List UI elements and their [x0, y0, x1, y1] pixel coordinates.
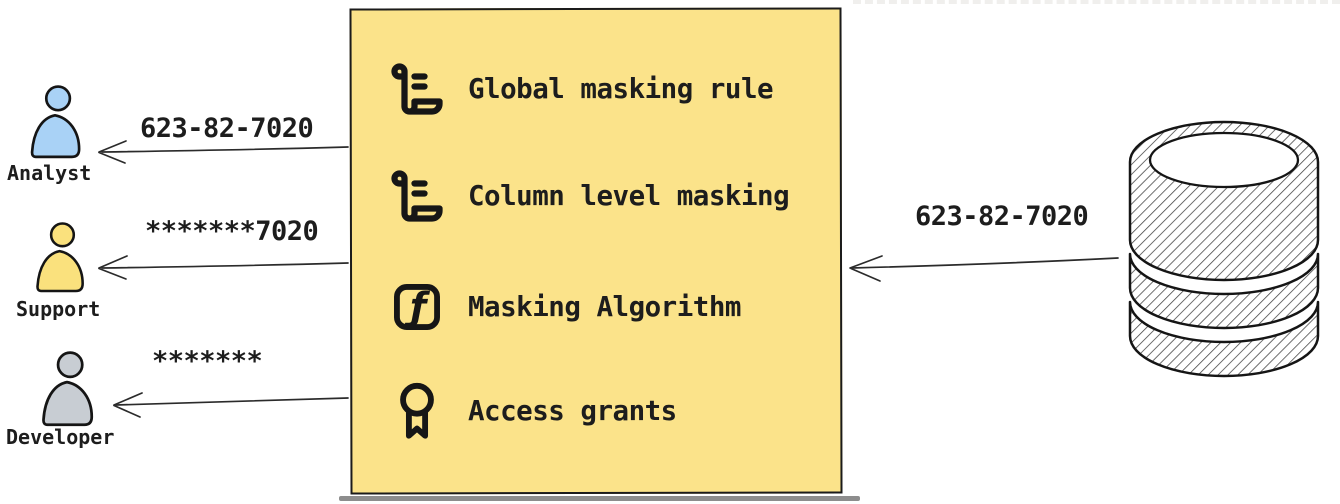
top-dashed-line	[853, 0, 1340, 4]
svg-text:ƒ: ƒ	[404, 284, 431, 328]
analyst-person-icon	[20, 84, 90, 162]
award-icon	[386, 379, 448, 443]
developer-person-icon	[31, 350, 103, 430]
script-icon	[386, 166, 448, 226]
developer-label: Developer	[6, 425, 115, 449]
script-icon	[386, 59, 448, 119]
developer-masked-value: *******	[152, 346, 263, 377]
database-icon	[1128, 120, 1320, 378]
arrow-box-to-support	[98, 255, 349, 280]
masking-rule-item: ƒ Masking Algorithm	[386, 275, 741, 339]
analyst-label: Analyst	[7, 161, 92, 185]
function-icon: ƒ	[386, 279, 448, 335]
support-label: Support	[16, 297, 101, 321]
rule-label: Access grants	[468, 395, 677, 427]
analyst-masked-value: 623-82-7020	[140, 113, 314, 144]
arrow-box-to-developer	[113, 392, 349, 418]
arrow-database-to-box	[849, 255, 1119, 282]
rule-label: Global masking rule	[468, 73, 774, 105]
arrow-box-to-analyst	[98, 140, 349, 164]
masking-rule-item: Access grants	[386, 379, 677, 443]
masking-rule-item: Global masking rule	[386, 57, 774, 121]
panel-shadow	[339, 496, 860, 501]
support-person-icon	[26, 221, 93, 296]
rule-label: Masking Algorithm	[468, 291, 741, 323]
rule-label: Column level masking	[468, 180, 790, 212]
source-value-label: 623-82-7020	[915, 201, 1089, 232]
masking-rule-item: Column level masking	[386, 164, 790, 228]
support-masked-value: *******7020	[145, 216, 319, 247]
